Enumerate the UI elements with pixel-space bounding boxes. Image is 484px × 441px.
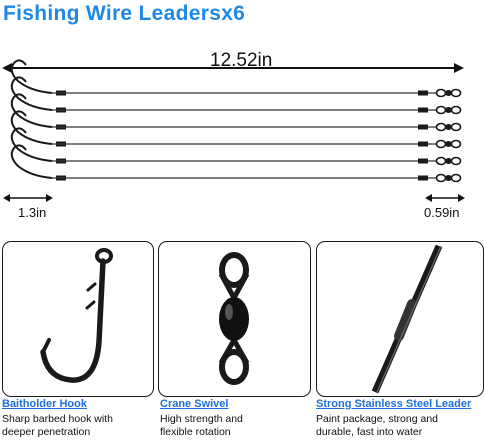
leader-wire bbox=[10, 76, 462, 115]
length-arrow bbox=[2, 63, 464, 73]
leader-wire bbox=[10, 144, 462, 183]
leader-wire bbox=[10, 59, 462, 98]
leader-wires bbox=[10, 59, 462, 183]
leaders-illustration bbox=[2, 59, 465, 202]
leader-wire bbox=[10, 110, 462, 149]
total-length-label: 12.52in bbox=[210, 50, 273, 71]
page-title: Fishing Wire Leadersx6 bbox=[3, 2, 246, 25]
leader-wire bbox=[10, 93, 462, 132]
swivel-description: High strength and flexible rotation bbox=[160, 413, 243, 438]
hook-description: Sharp barbed hook with deeper penetratio… bbox=[2, 413, 113, 438]
hook-panel bbox=[2, 241, 154, 397]
leader-description: Paint package, strong and durable, fast … bbox=[316, 413, 439, 438]
leader-closeup-image bbox=[371, 244, 443, 394]
swivel-panel bbox=[158, 241, 311, 397]
swivel-length-arrow bbox=[425, 194, 465, 202]
leader-title: Strong Stainless Steel Leader bbox=[316, 398, 472, 410]
swivel-closeup-image bbox=[218, 252, 250, 385]
leader-panel bbox=[316, 241, 484, 397]
swivel-length-label: 0.59in bbox=[424, 205, 460, 220]
swivel-title: Crane Swivel bbox=[160, 398, 229, 410]
hook-length-label: 1.3in bbox=[18, 205, 47, 220]
hook-title: Baitholder Hook bbox=[2, 398, 87, 410]
leaders-figure: 12.52in 1.3in 0.59in bbox=[0, 30, 484, 235]
hook-closeup-image bbox=[40, 248, 113, 383]
hook-length-arrow bbox=[3, 194, 53, 202]
leader-wire bbox=[10, 127, 462, 166]
